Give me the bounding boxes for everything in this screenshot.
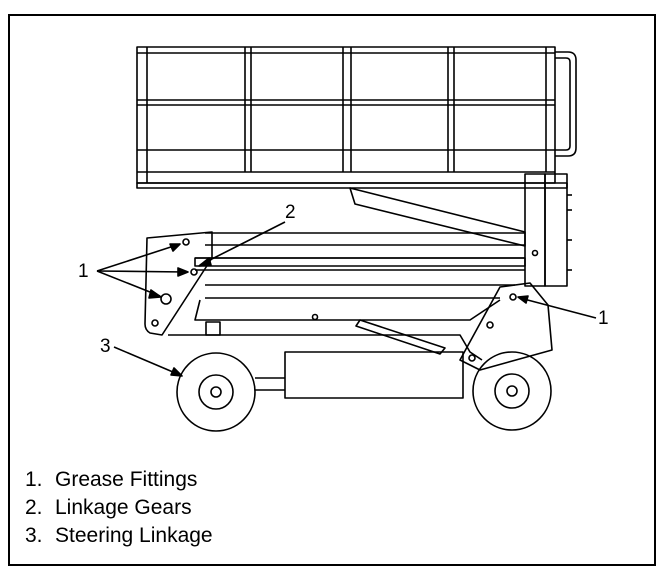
front-wheel xyxy=(176,352,256,432)
arrow-linkage-gears xyxy=(199,221,286,266)
leader-arrows xyxy=(96,221,597,377)
legend-item-steering-linkage: 3.Steering Linkage xyxy=(25,524,213,547)
arrow-grease-fitting-lower xyxy=(96,270,161,297)
right-linkage-plate xyxy=(459,282,553,371)
callout-grease-fittings-left: 1 xyxy=(78,261,89,282)
arrow-grease-fitting-top xyxy=(96,243,181,272)
platform-guardrail xyxy=(136,46,577,189)
callout-linkage-gears: 2 xyxy=(285,202,296,223)
callout-steering-linkage: 3 xyxy=(100,336,111,357)
scissor-arms xyxy=(194,187,526,321)
arrow-grease-fitting-right xyxy=(519,297,597,319)
callout-grease-fittings-right: 1 xyxy=(598,308,609,329)
left-linkage-plate xyxy=(144,231,213,336)
chassis xyxy=(168,313,483,399)
parts-legend: 1.Grease Fittings 2.Linkage Gears 3.Stee… xyxy=(25,466,213,550)
arrow-steering-linkage xyxy=(113,346,181,376)
figure-frame xyxy=(8,14,656,566)
rear-wheel xyxy=(472,351,552,431)
arrow-grease-fitting-middle xyxy=(96,270,187,273)
legend-item-grease-fittings: 1.Grease Fittings xyxy=(25,468,198,491)
legend-item-linkage-gears: 2.Linkage Gears xyxy=(25,496,192,519)
platform-support-column xyxy=(524,173,572,287)
